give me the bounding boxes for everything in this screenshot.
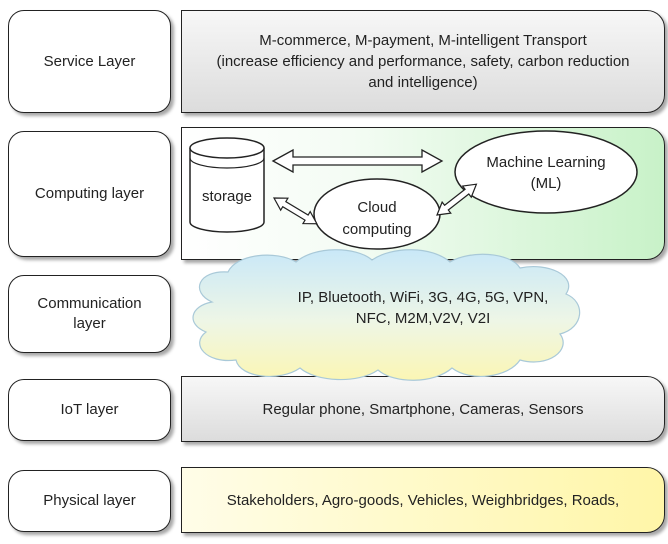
physical-layer-title: Physical layer — [43, 492, 136, 509]
communication-line-1: IP, Bluetooth, WiFi, 3G, 4G, 5G, VPN, — [297, 289, 549, 306]
service-line-3: and intelligence) — [368, 74, 478, 91]
physical-layer-label: Physical layer — [8, 470, 171, 532]
computing-layer-label: Computing layer — [8, 131, 171, 257]
service-layer-label: Service Layer — [8, 10, 171, 113]
storage-ml-arrow — [271, 148, 444, 174]
iot-layer-title: IoT layer — [60, 401, 119, 418]
service-line-1: M-commerce, M-payment, M-intelligent Tra… — [259, 32, 587, 49]
physical-layer-box: Stakeholders, Agro-goods, Vehicles, Weig… — [181, 467, 665, 533]
service-line-2: (increase efficiency and performance, sa… — [216, 53, 630, 70]
cloud-ml-arrow — [436, 183, 478, 216]
computing-layer-title: Computing layer — [34, 185, 145, 202]
service-layer-title: Service Layer — [43, 52, 136, 70]
communication-layer-title-2: layer — [73, 315, 106, 332]
ml-label-1: Machine Learning — [486, 154, 605, 171]
storage-label: storage — [202, 188, 252, 205]
storage-cylinder — [189, 137, 265, 233]
iot-layer-label: IoT layer — [8, 379, 171, 441]
ml-ellipse — [454, 130, 638, 214]
storage-cloud-arrow — [272, 197, 318, 225]
communication-line-2: NFC, M2M,V2V, V2I — [355, 310, 491, 327]
communication-text: IP, Bluetooth, WiFi, 3G, 4G, 5G, VPN, NF… — [180, 287, 666, 329]
iot-layer-text: Regular phone, Smartphone, Cameras, Sens… — [262, 400, 584, 418]
iot-layer-box: Regular phone, Smartphone, Cameras, Sens… — [181, 376, 665, 442]
communication-layer-title-1: Communication — [37, 295, 142, 312]
ml-label-2: (ML) — [531, 175, 562, 192]
cloud-computing-label-1: Cloud — [357, 199, 396, 216]
cloud-computing-label-2: computing — [342, 221, 411, 238]
communication-layer-label: Communication layer — [8, 275, 171, 353]
service-layer-box: M-commerce, M-payment, M-intelligent Tra… — [181, 10, 665, 113]
communication-cloud — [192, 249, 581, 381]
physical-layer-text: Stakeholders, Agro-goods, Vehicles, Weig… — [226, 491, 620, 509]
